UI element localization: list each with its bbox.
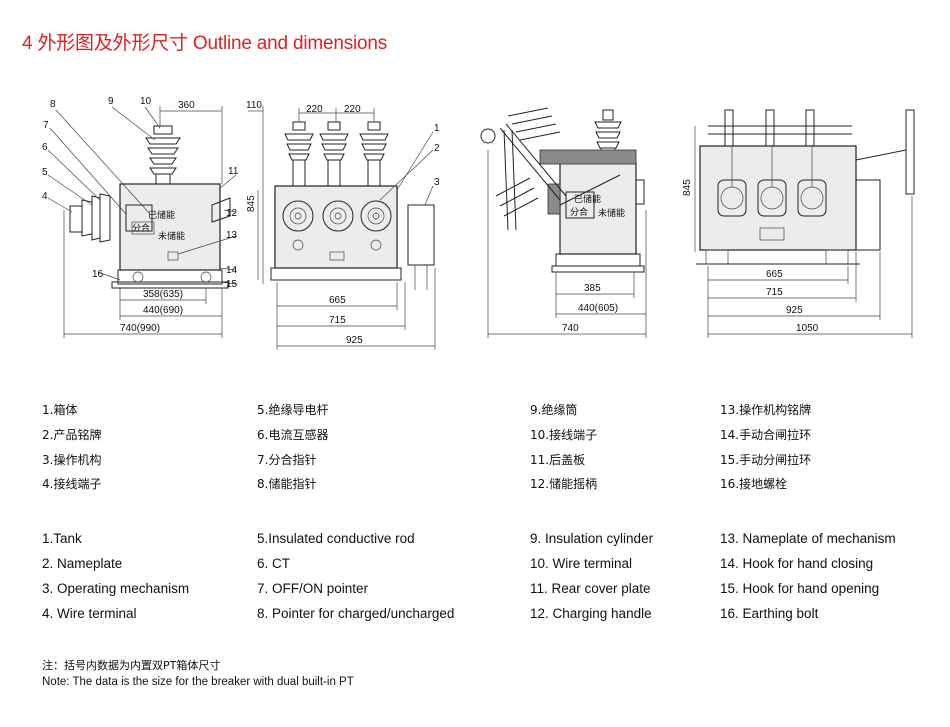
v1-callout-8: 8 xyxy=(50,99,56,110)
legend-en-item: 4. Wire terminal xyxy=(42,606,137,621)
legend-en-item: 14. Hook for hand closing xyxy=(720,556,874,571)
v4-dim-665: 665 xyxy=(766,269,783,280)
legend-en-item: 7. OFF/ON pointer xyxy=(257,581,369,596)
legend-en-item: 6. CT xyxy=(257,556,291,571)
v3-dim-385: 385 xyxy=(584,283,601,294)
legend-en-item: 10. Wire terminal xyxy=(530,556,633,571)
front-view: 1 2 3 110 220 220 845 665 715 925 xyxy=(246,100,440,350)
v1-callout-15: 15 xyxy=(226,279,238,290)
note-chinese: 注：括号内数据为内置双PT箱体尺寸 xyxy=(42,659,221,672)
legend-cn-item: 3.操作机构 xyxy=(42,453,102,467)
v4-dim-715: 715 xyxy=(766,287,783,298)
legend-cn-item: 4.接线端子 xyxy=(42,477,102,491)
v1-dim-360: 360 xyxy=(178,100,195,111)
legend-en-item: 1.Tank xyxy=(42,531,82,546)
legend-cn-item: 13.操作机构铭牌 xyxy=(720,403,812,417)
legend-en-item: 8. Pointer for charged/uncharged xyxy=(257,606,455,621)
v2-dim-110: 110 xyxy=(246,100,262,111)
v3-plate-onoff: 分合 xyxy=(570,206,588,218)
v2-dim-845: 845 xyxy=(246,195,257,212)
legend-cn-item: 15.手动分闸拉环 xyxy=(720,453,812,467)
v2-callout-3: 3 xyxy=(434,177,440,188)
v1-callout-16: 16 xyxy=(92,269,104,280)
legend-cn-item: 9.绝缘筒 xyxy=(530,403,578,417)
v1-callout-4: 4 xyxy=(42,191,48,202)
v1-callout-7: 7 xyxy=(43,120,49,131)
legend-cn-item: 16.接地螺栓 xyxy=(720,477,788,491)
v2-dim-925: 925 xyxy=(346,335,363,346)
v1-callout-12: 12 xyxy=(226,208,238,219)
legend-cn-item: 1.箱体 xyxy=(42,403,78,417)
v4-dim-845: 845 xyxy=(682,179,693,196)
legend-en-item: 15. Hook for hand opening xyxy=(720,581,880,596)
v1-plate-onoff: 分合 xyxy=(132,222,150,234)
legend-en-item: 5.Insulated conductive rod xyxy=(257,531,415,546)
v1-dim-440: 440(690) xyxy=(143,305,183,316)
v4-dim-925: 925 xyxy=(786,305,803,316)
legend-cn-item: 12.储能摇柄 xyxy=(530,477,598,491)
v3-plate-charged: 已储能 xyxy=(574,193,601,205)
legend-en-item: 9. Insulation cylinder xyxy=(530,531,654,546)
v2-dim-220b: 220 xyxy=(344,104,361,115)
legend-cn-item: 10.接线端子 xyxy=(530,428,598,442)
v1-dim-740: 740(990) xyxy=(120,323,160,334)
note-english: Note: The data is the size for the break… xyxy=(42,676,354,688)
v2-callout-1: 1 xyxy=(434,123,440,134)
v3-dim-740: 740 xyxy=(562,323,579,334)
v1-callout-13: 13 xyxy=(226,230,238,241)
v2-callout-2: 2 xyxy=(434,143,440,154)
legend-cn-item: 2.产品铭牌 xyxy=(42,428,102,442)
legend-cn-item: 5.绝缘导电杆 xyxy=(257,403,329,417)
v1-plate-uncharged: 未储能 xyxy=(158,230,185,242)
legend-en-item: 12. Charging handle xyxy=(530,606,652,621)
legend-en-item: 16. Earthing bolt xyxy=(720,606,819,621)
v1-callout-5: 5 xyxy=(42,167,48,178)
rear-side-view: 已储能 分合 未储能 385 440(605) xyxy=(480,107,647,338)
legend-en-item: 3. Operating mechanism xyxy=(42,581,190,596)
v1-callout-9: 9 xyxy=(108,96,114,107)
side-view: 已储能 分合 未储能 8 9 10 7 6 5 xyxy=(42,96,239,338)
v2-dim-715: 715 xyxy=(329,315,346,326)
outline-drawings: 已储能 分合 未储能 8 9 10 7 6 5 xyxy=(42,96,915,350)
v2-dim-220a: 220 xyxy=(306,104,323,115)
legend-cn-item: 11.后盖板 xyxy=(530,453,586,467)
v1-callout-11: 11 xyxy=(228,166,239,177)
v4-dim-1050: 1050 xyxy=(796,323,819,334)
v1-dim-358: 358(635) xyxy=(143,289,183,300)
legend-en-item: 2. Nameplate xyxy=(42,556,123,571)
v3-dim-440: 440(605) xyxy=(578,303,618,314)
v3-plate-uncharged: 未储能 xyxy=(598,207,625,219)
v2-dim-665: 665 xyxy=(329,295,346,306)
legend-en-item: 13. Nameplate of mechanism xyxy=(720,531,896,546)
v1-callout-6: 6 xyxy=(42,142,48,153)
legend-cn-item: 14.手动合闸拉环 xyxy=(720,428,812,442)
v1-callout-14: 14 xyxy=(226,265,238,276)
v1-callout-10: 10 xyxy=(140,96,152,107)
legend-cn-item: 7.分合指针 xyxy=(257,453,317,467)
legend-cn-item: 6.电流互感器 xyxy=(257,428,329,442)
page-title: 4 外形图及外形尺寸 Outline and dimensions xyxy=(22,33,388,54)
legend-cn-item: 8.储能指针 xyxy=(257,477,317,491)
v1-plate-charged: 已储能 xyxy=(148,209,175,221)
legend-en-item: 11. Rear cover plate xyxy=(530,581,651,596)
rear-view: 845 665 715 925 1050 xyxy=(682,109,915,338)
